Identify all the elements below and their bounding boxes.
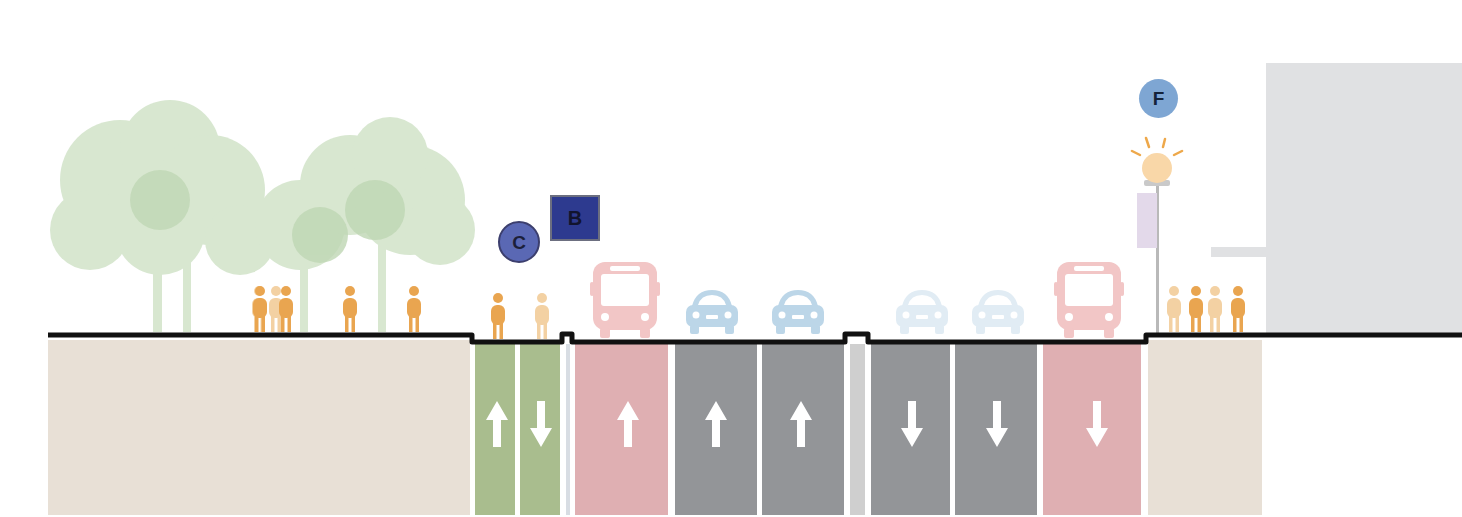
vehicles xyxy=(590,262,1124,338)
callout-letter: B xyxy=(568,208,582,228)
lane-arrows xyxy=(486,401,1108,447)
callout-square: B xyxy=(550,195,600,241)
callout-circle: C xyxy=(498,221,540,263)
callout-letter: C xyxy=(512,233,526,252)
lane-bands xyxy=(48,340,1262,515)
street-light xyxy=(1132,138,1182,333)
ground-line xyxy=(48,334,1462,342)
callout-circle: F xyxy=(1139,79,1178,118)
building xyxy=(1266,63,1462,335)
trees xyxy=(50,100,475,332)
callout-letter: F xyxy=(1153,89,1165,108)
awning xyxy=(1211,247,1266,257)
